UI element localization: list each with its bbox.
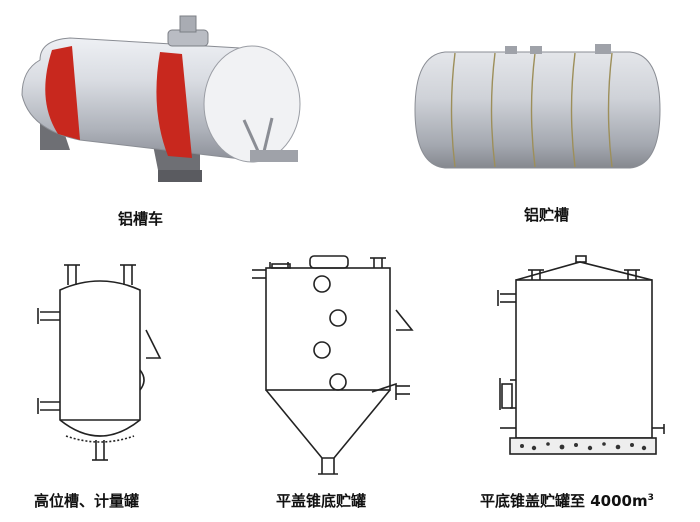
aluminum-tanker-illustration: [21, 15, 301, 182]
flat-lid-cone-bottom-tank-drawing: [252, 255, 414, 475]
flat-bottom-cone-lid-tank-drawing: [497, 255, 665, 455]
caption-aluminum-tanker: 铝槽车: [118, 210, 164, 228]
head-measuring-tank-drawing: [37, 264, 162, 461]
caption-aluminum-storage-tank: 铝贮槽: [524, 206, 570, 224]
caption-flat-bottom-cone-lid-tank: 平底锥盖贮罐至 4000m3: [480, 490, 654, 511]
caption-flat-bottom-cone-lid-tank-text: 平底锥盖贮罐至 4000m: [480, 492, 648, 510]
caption-flat-lid-cone-bottom-tank: 平盖锥底贮罐: [276, 492, 367, 510]
aluminum-storage-tank-illustration: [414, 44, 661, 169]
caption-head-measuring-tank: 高位槽、计量罐: [34, 492, 140, 510]
caption-cubic-superscript: 3: [647, 493, 654, 503]
